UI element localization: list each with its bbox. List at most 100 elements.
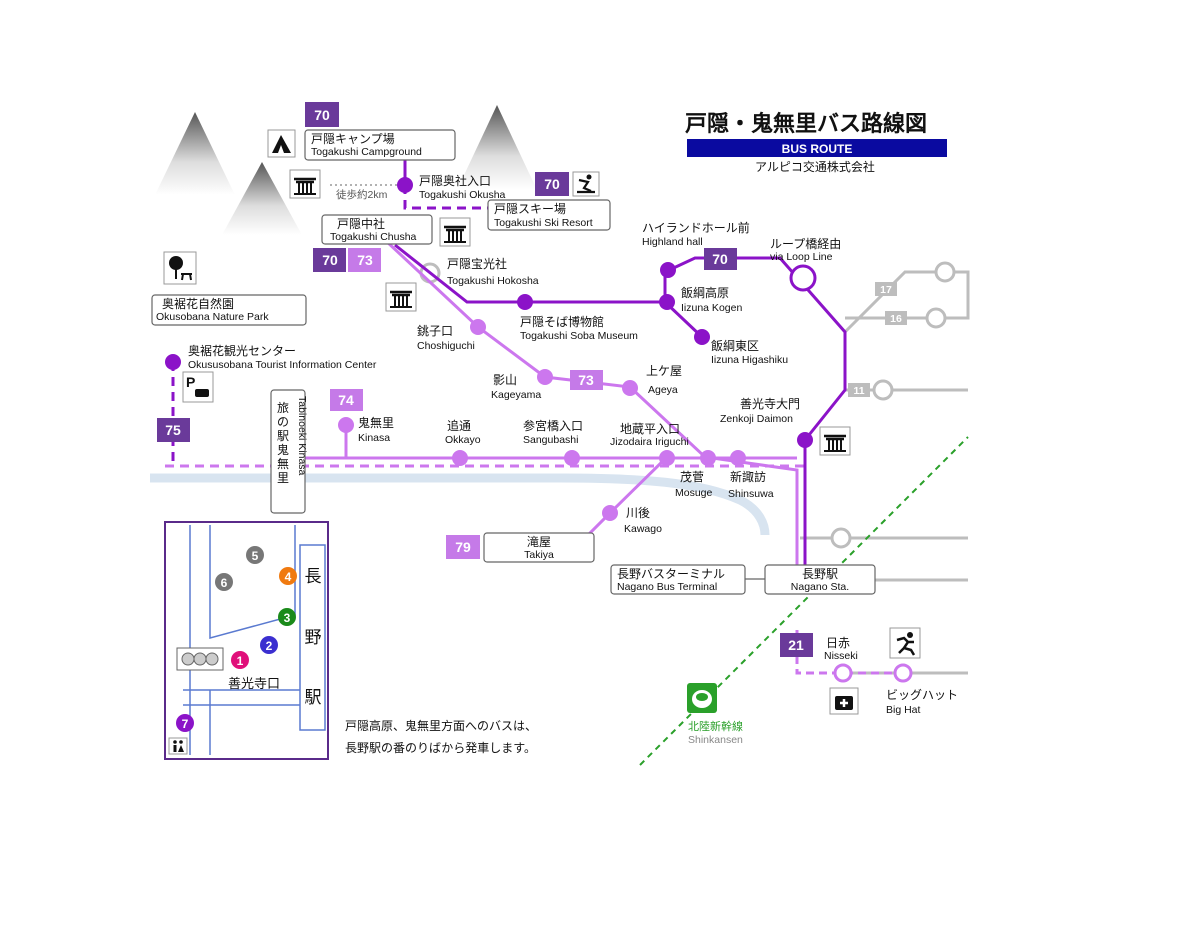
inset-station-3: 駅 (305, 688, 322, 708)
okkayo-jp: 追通 (447, 418, 471, 433)
title-main: 戸隠・鬼無里バス路線図 (685, 111, 927, 137)
title-route-label: BUS ROUTE (782, 142, 853, 156)
shinsuwa-en: Shinsuwa (728, 488, 774, 500)
chusha-box (321, 214, 433, 245)
campground-jp: 戸隠キャンプ場 (311, 132, 395, 146)
shrine-icon (439, 217, 471, 247)
choshiguchi-en: Choshiguchi (417, 340, 475, 352)
park-jp: 奥裾花自然園 (162, 296, 234, 311)
highland-jp: ハイランドホール前 (642, 220, 750, 235)
choshiguchi-jp: 銚子口 (417, 323, 453, 338)
loop-line-marker (789, 264, 817, 292)
kageyama-jp: 影山 (493, 373, 517, 387)
jizodaira-jp: 地蔵平入口 (620, 422, 680, 436)
kinasa-station-box (270, 389, 306, 514)
stop-jizodaira (659, 450, 675, 466)
stop-kawago (602, 505, 618, 521)
stop-okusha (397, 177, 413, 193)
kogen-en: Iizuna Kogen (681, 302, 742, 314)
kogen-jp: 飯綱高原 (681, 285, 729, 300)
higashiku-jp: 飯綱東区 (711, 338, 759, 353)
route-79-badge: 79 (455, 539, 471, 555)
campground-box (304, 129, 456, 161)
okkayo-en: Okkayo (445, 434, 481, 446)
takiya-box (483, 532, 595, 563)
walk-label: 徒歩約2km (336, 188, 388, 201)
stop-mosuge (700, 450, 716, 466)
platform-5: 5 (252, 549, 259, 563)
mountains (155, 105, 537, 235)
stop-okkayo (452, 450, 468, 466)
daimon-jp: 善光寺大門 (740, 396, 800, 411)
chusha-jp: 戸隠中社 (337, 216, 385, 231)
route-17-label: 17 (880, 284, 892, 296)
platform-3: 3 (284, 611, 291, 625)
title-bar (687, 139, 947, 157)
loop-en: via Loop Line (770, 251, 833, 263)
label-boxes: 戸隠キャンプ場 Togakushi Campground 戸隠スキー場 Toga… (151, 129, 876, 595)
route-21-badge: 21 (788, 637, 804, 653)
ski-box (487, 199, 611, 231)
kawago-en: Kawago (624, 523, 662, 535)
inset-station-2: 野 (305, 628, 322, 648)
highland-en: Highland hall (642, 236, 703, 248)
center-jp: 奥裾花観光センター (188, 343, 296, 358)
loop-jp: ループ橋経由 (770, 237, 841, 251)
parking-icon: P (182, 371, 214, 403)
kinasa-station-jp-1: 旅 (277, 401, 289, 415)
kinasa-station-jp-2: の (277, 415, 289, 429)
shinkansen-icon (687, 683, 717, 713)
route-70-badge-ski: 70 (544, 176, 560, 192)
route-73-badge-chusha: 73 (357, 252, 373, 268)
tent-icon (267, 129, 296, 158)
shinsuwa-jp: 新諏訪 (730, 469, 766, 484)
stop-sangubashi (564, 450, 580, 466)
shrine-icon (289, 169, 321, 199)
terminal-jp: 長野バスターミナル (617, 567, 725, 581)
mountain-icon (222, 162, 302, 235)
route-16-label: 16 (890, 313, 902, 325)
kinasa-station-jp-5: 無 (277, 456, 289, 471)
ski-jp: 戸隠スキー場 (494, 202, 566, 216)
route-badges: 70 70 70 73 73 70 74 75 79 21 (157, 102, 813, 657)
bighat-jp: ビッグハット (886, 688, 958, 702)
kinasa-jp: 鬼無里 (358, 415, 394, 430)
skier-icon (572, 171, 600, 197)
takiya-jp: 滝屋 (527, 535, 551, 549)
kinasa-station-jp-4: 鬼 (277, 442, 289, 457)
soba-en: Togakushi Soba Museum (520, 330, 638, 342)
picnic-icon (163, 251, 197, 285)
nagano-jp: 長野駅 (802, 567, 838, 581)
stop-ageya (622, 380, 638, 396)
route-70-badge-top: 70 (314, 107, 330, 123)
nisseki-en: Nisseki (824, 650, 858, 662)
stop-soba (517, 294, 533, 310)
hokosha-jp: 戸隠宝光社 (447, 256, 507, 271)
route-11-label: 11 (853, 385, 864, 397)
sangubashi-jp: 参宮橋入口 (523, 418, 583, 433)
mosuge-jp: 茂菅 (680, 470, 704, 484)
sangubashi-en: Sangubashi (523, 434, 578, 446)
mountain-icon (457, 105, 537, 190)
hospital-icon (829, 687, 859, 715)
soba-jp: 戸隠そば博物館 (520, 314, 604, 329)
stop-nisseki (833, 663, 853, 683)
inset-note-2: 長野駅の番のりばから発車します。 (345, 741, 536, 755)
route-74-badge: 74 (338, 392, 354, 408)
okusha-en: Togakushi Okusha (419, 189, 506, 201)
stop-kogen (659, 294, 675, 310)
nisseki-jp: 日赤 (826, 636, 850, 650)
kinasa-station-label: Tabinoeki Kinasa 旅 の 駅 鬼 無 里 (277, 396, 308, 485)
title-company: アルピコ交通株式会社 (755, 159, 875, 174)
campground-en: Togakushi Campground (311, 146, 422, 158)
stop-higashiku (694, 329, 710, 345)
inset-note-1: 戸隠高原、鬼無里方面へのバスは、 (345, 718, 537, 733)
platform-7: 7 (182, 717, 189, 731)
route-70-badge-highland: 70 (712, 251, 728, 267)
restroom-icon (168, 737, 188, 755)
stop-bighat (893, 663, 913, 683)
inset-map: 長 野 駅 善光寺口 1 2 3 4 5 6 7 (164, 521, 329, 760)
light-stops (338, 319, 746, 521)
kageyama-en: Kageyama (491, 389, 541, 401)
stop-highland (660, 262, 676, 278)
